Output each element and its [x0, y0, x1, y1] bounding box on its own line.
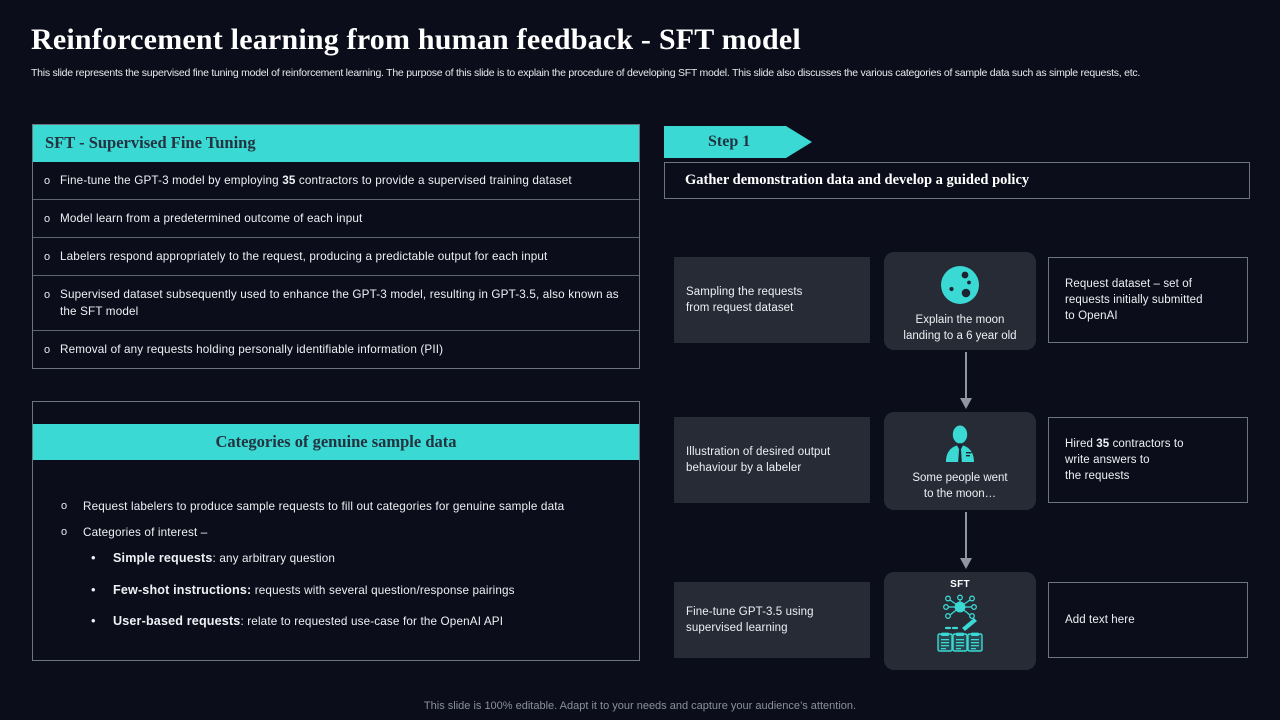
- sft-row-text: Model learn from a predetermined outcome…: [60, 212, 363, 225]
- categories-sub-item: • Simple requests: any arbitrary question: [61, 550, 621, 567]
- categories-sub-item: • User-based requests: relate to requeste…: [61, 613, 621, 630]
- sft-row-text: Removal of any requests holding personal…: [60, 343, 444, 356]
- footer-note: This slide is 100% editable. Adapt it to…: [423, 700, 857, 712]
- flow-right-card-text: Add text here: [1065, 614, 1135, 626]
- flow-right-card: Add text here: [1048, 582, 1248, 658]
- step-title: Gather demonstration data and develop a …: [664, 162, 1250, 199]
- categories-sub-item-label: Few-shot instructions:: [113, 583, 252, 597]
- sft-row-emphasis: 35: [282, 174, 296, 187]
- sft-row-text: Fine-tune the GPT-3 model by employing 3…: [60, 174, 572, 187]
- sft-panel: SFT - Supervised Fine Tuning o Fine-tune …: [32, 124, 640, 369]
- connector-line: [965, 352, 967, 400]
- sft-panel-heading: SFT - Supervised Fine Tuning: [33, 125, 639, 162]
- person-icon: [940, 424, 980, 464]
- bullet-marker-icon: o: [44, 251, 51, 263]
- bullet-marker-icon: o: [61, 526, 68, 538]
- bullet-marker-icon: o: [44, 289, 51, 301]
- categories-sub-item-desc: : relate to requested use-case for the O…: [240, 615, 504, 628]
- sft-row: o Model learn from a predetermined outcom…: [33, 199, 639, 237]
- categories-body: o Request labelers to produce sample requ…: [33, 498, 639, 644]
- bullet-marker-icon: o: [61, 500, 68, 512]
- categories-sub-item-text: Few-shot instructions: requests with sev…: [113, 582, 621, 599]
- page-subtitle: This slide represents the supervised fin…: [31, 67, 1141, 79]
- sft-row-text: Supervised dataset subsequently used to …: [60, 288, 619, 318]
- page-title: Reinforcement learning from human feedba…: [31, 23, 801, 56]
- step-badge: Step 1: [664, 126, 812, 158]
- bullet-marker-icon: o: [44, 175, 51, 187]
- sft-network-icon: [924, 590, 996, 652]
- categories-sub-item-desc: requests with several question/response …: [251, 584, 515, 597]
- categories-sub-item-label: Simple requests: [113, 551, 213, 565]
- categories-sub-item-text: User-based requests: relate to requested…: [113, 613, 621, 630]
- step-badge-label: Step 1: [708, 133, 751, 150]
- flow-right-card-emphasis: 35: [1096, 438, 1110, 450]
- sft-row: o Labelers respond appropriately to the r…: [33, 237, 639, 275]
- categories-sub-item: • Few-shot instructions: requests with se…: [61, 582, 621, 599]
- sft-row: o Fine-tune the GPT-3 model by employing …: [33, 162, 639, 199]
- connector-line: [965, 512, 967, 560]
- categories-list-item-text: Categories of interest –: [83, 526, 208, 539]
- bullet-marker-icon: o: [44, 344, 51, 356]
- categories-list-item: o Request labelers to produce sample requ…: [61, 498, 621, 515]
- categories-panel: Categories of genuine sample data o Reque…: [32, 401, 640, 661]
- categories-list-item-text: Request labelers to produce sample reque…: [83, 500, 565, 513]
- flow-center-card: SFT: [884, 572, 1036, 670]
- sub-bullet-marker-icon: •: [91, 550, 96, 565]
- sft-row: o Removal of any requests holding persona…: [33, 330, 639, 368]
- bullet-marker-icon: o: [44, 213, 51, 225]
- sub-bullet-marker-icon: •: [91, 613, 96, 628]
- categories-sub-item-desc: : any arbitrary question: [212, 552, 336, 565]
- flow-center-card-label: SFT: [950, 579, 970, 590]
- connector-arrow-1: [959, 352, 973, 410]
- categories-panel-heading: Categories of genuine sample data: [33, 424, 639, 460]
- categories-sub-item-text: Simple requests: any arbitrary question: [113, 550, 621, 567]
- categories-list-item: o Categories of interest –: [61, 524, 621, 541]
- arrow-head-icon: [960, 558, 972, 569]
- sft-row: o Supervised dataset subsequently used to…: [33, 275, 639, 330]
- sft-row-list: o Fine-tune the GPT-3 model by employing …: [33, 162, 639, 368]
- sft-row-text: Labelers respond appropriately to the re…: [60, 250, 548, 263]
- categories-sub-item-label: User-based requests: [113, 614, 241, 628]
- moon-icon: [939, 264, 981, 306]
- arrow-head-icon: [960, 398, 972, 409]
- connector-arrow-2: [959, 512, 973, 570]
- sub-bullet-marker-icon: •: [91, 582, 96, 597]
